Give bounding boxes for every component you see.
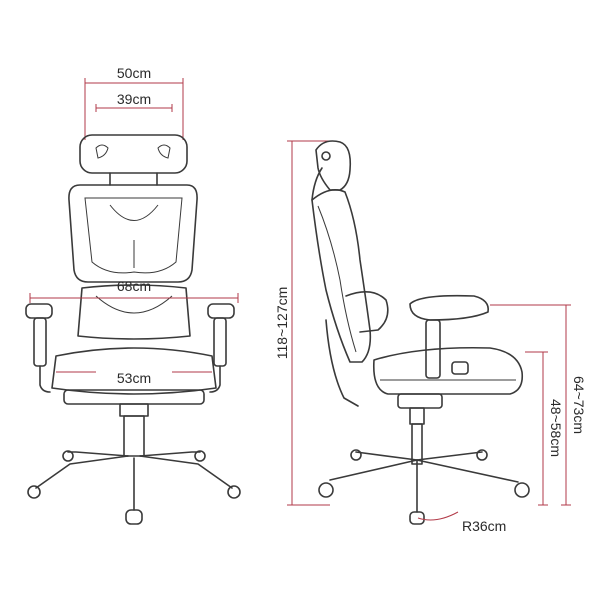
- front-headrest: [79, 134, 188, 186]
- dim-overall-width: 50cm: [84, 65, 184, 140]
- label-recline-radius: R36cm: [462, 518, 506, 534]
- front-armrest-left: [25, 303, 53, 393]
- side-armrest: [409, 294, 490, 379]
- side-headrest: [311, 140, 352, 201]
- front-base: [27, 403, 241, 525]
- front-armrest-right: [207, 303, 235, 393]
- dim-armrest-span: 68cm: [29, 278, 239, 303]
- dim-seat-height: 48~58cm: [525, 351, 564, 506]
- label-total-height: 118~127cm: [274, 287, 290, 360]
- front-view: 50cm 39cm: [25, 65, 241, 525]
- label-headrest-width: 39cm: [117, 91, 151, 107]
- dim-armrest-height: 64~73cm: [490, 304, 587, 506]
- side-backrest: [311, 189, 389, 407]
- label-armrest-height: 64~73cm: [571, 376, 587, 434]
- side-view: 118~127cm: [274, 140, 587, 534]
- side-base: [318, 393, 530, 525]
- side-seat: [372, 346, 524, 395]
- front-backrest: [68, 184, 198, 340]
- dim-headrest-width: 39cm: [95, 91, 173, 112]
- label-armrest-span: 68cm: [117, 278, 151, 294]
- label-seat-width: 53cm: [117, 370, 151, 386]
- dim-recline-radius: R36cm: [417, 511, 506, 534]
- front-seat: 53cm: [51, 347, 217, 405]
- label-seat-height: 48~58cm: [548, 399, 564, 457]
- dim-total-height: 118~127cm: [274, 140, 330, 506]
- label-overall-width: 50cm: [117, 65, 151, 81]
